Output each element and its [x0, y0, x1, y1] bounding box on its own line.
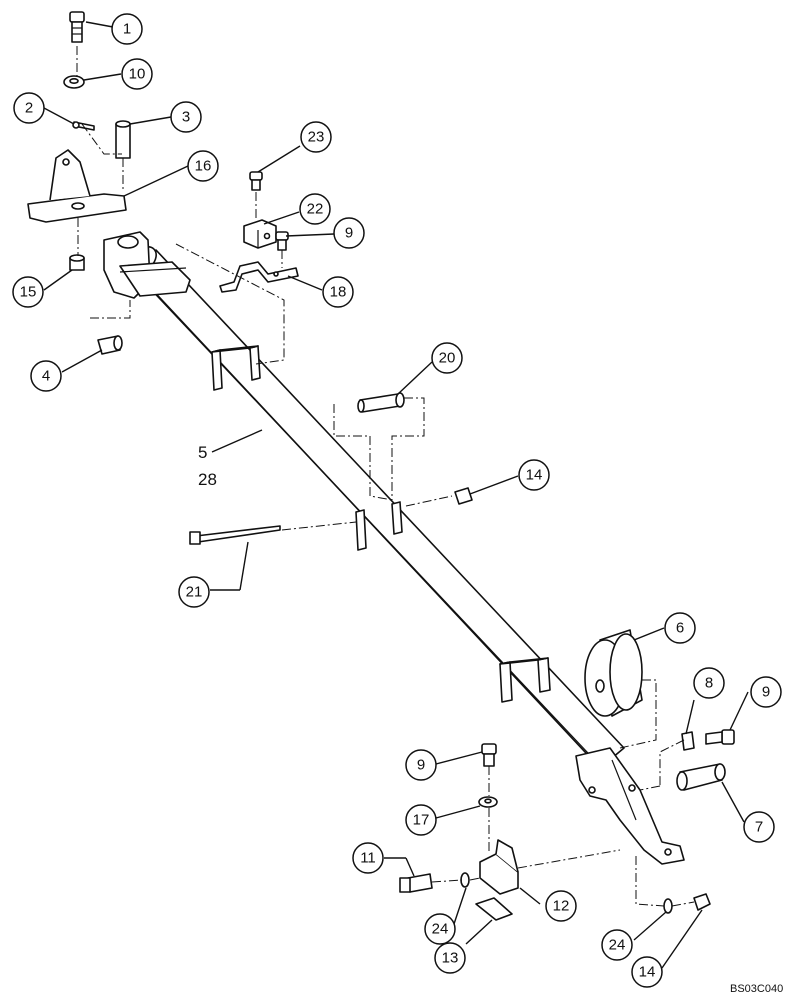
- callout-9-right: 9: [750, 676, 782, 708]
- shaft-bracket-upper: [211, 345, 261, 391]
- shaft-label-28: 28: [198, 470, 217, 489]
- callout-3: 3: [170, 101, 202, 133]
- svg-text:1: 1: [123, 21, 131, 38]
- svg-text:7: 7: [755, 819, 763, 836]
- svg-text:9: 9: [762, 684, 770, 701]
- callout-17: 17: [405, 804, 437, 836]
- block-22: [243, 219, 277, 249]
- callout-7: 7: [743, 811, 775, 843]
- callout-12: 12: [545, 890, 577, 922]
- bolt-11: [399, 873, 433, 893]
- svg-text:17: 17: [413, 812, 430, 829]
- svg-text:14: 14: [526, 467, 543, 484]
- svg-text:11: 11: [360, 850, 376, 867]
- svg-text:21: 21: [186, 584, 203, 601]
- pin-7: [676, 763, 726, 791]
- svg-text:13: 13: [442, 950, 459, 967]
- svg-text:2: 2: [25, 100, 33, 117]
- svg-text:9: 9: [417, 757, 425, 774]
- svg-text:3: 3: [182, 109, 190, 126]
- svg-text:4: 4: [42, 368, 50, 385]
- callout-21: 21: [178, 576, 210, 608]
- clamp-18: [219, 261, 299, 293]
- support-arm-bracket: [575, 747, 685, 865]
- svg-text:24: 24: [432, 921, 449, 938]
- callout-15: 15: [12, 276, 44, 308]
- callout-23: 23: [300, 121, 332, 153]
- shaft-bracket-lower: [499, 657, 551, 703]
- bolt-9-lower: [481, 743, 497, 767]
- pin-20: [357, 392, 405, 413]
- callout-24-left: 24: [424, 913, 456, 945]
- mount-plate-16: [27, 149, 127, 223]
- pillow-block-housing: [103, 231, 191, 299]
- svg-text:23: 23: [308, 129, 325, 146]
- bracket-12: [479, 839, 519, 895]
- callout-24-right: 24: [601, 929, 633, 961]
- svg-text:9: 9: [345, 225, 353, 242]
- nut-14-mid: [454, 487, 473, 505]
- callout-4: 4: [30, 360, 62, 392]
- svg-text:18: 18: [330, 284, 347, 301]
- pin-4: [97, 335, 123, 355]
- washer-10: [63, 75, 85, 89]
- washer-17: [478, 796, 498, 808]
- svg-text:20: 20: [439, 350, 456, 367]
- callout-18: 18: [322, 276, 354, 308]
- washer-24-right: [663, 898, 673, 914]
- capscrew-23: [249, 171, 263, 191]
- shim-8: [681, 731, 695, 751]
- svg-text:15: 15: [20, 284, 37, 301]
- callout-10: 10: [121, 58, 153, 90]
- svg-text:22: 22: [307, 201, 324, 218]
- roller-6: [584, 629, 643, 717]
- callout-9-lower: 9: [405, 749, 437, 781]
- svg-text:8: 8: [705, 675, 713, 692]
- svg-text:14: 14: [639, 964, 656, 981]
- callout-14-mid: 14: [518, 459, 550, 491]
- leader-lines: [43, 21, 749, 969]
- callout-20: 20: [431, 342, 463, 374]
- callout-16: 16: [187, 150, 219, 182]
- nut-15: [69, 254, 85, 271]
- nut-14-lower: [693, 893, 711, 911]
- plate-13: [475, 897, 513, 921]
- callout-6: 6: [664, 612, 696, 644]
- shaft-bracket-middle: [355, 501, 403, 551]
- rod-21: [189, 525, 281, 545]
- callout-13: 13: [434, 942, 466, 974]
- center-lines: [76, 46, 695, 907]
- svg-text:12: 12: [553, 898, 570, 915]
- svg-text:6: 6: [676, 620, 684, 637]
- bolt-9-right: [705, 729, 735, 745]
- callout-1: 1: [111, 13, 143, 45]
- callout-14-lower: 14: [631, 956, 663, 988]
- svg-text:16: 16: [195, 158, 212, 175]
- shaft-label-5: 5: [198, 443, 207, 462]
- drawing-code: BS03C040: [730, 983, 783, 995]
- callout-22: 22: [299, 193, 331, 225]
- callout-9: 9: [333, 217, 365, 249]
- callout-11: 11: [352, 842, 384, 874]
- callout-8: 8: [693, 667, 725, 699]
- bushing-3: [115, 120, 131, 159]
- svg-text:24: 24: [609, 937, 626, 954]
- svg-text:10: 10: [129, 66, 146, 83]
- bolt-9-upper: [275, 231, 289, 251]
- bolt-1: [69, 11, 85, 43]
- washer-24-left: [460, 872, 470, 888]
- callout-2: 2: [13, 92, 45, 124]
